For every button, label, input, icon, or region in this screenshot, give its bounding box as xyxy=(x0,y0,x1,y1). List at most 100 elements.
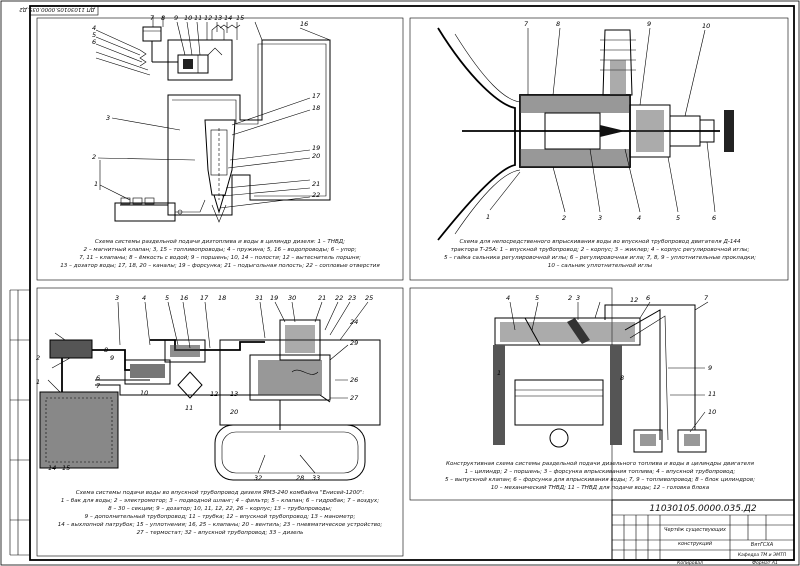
panel-3-caption-line-1: Схема системы подачи воды во впускной тр… xyxy=(76,490,365,496)
panel-3-caption-line-4: 9 – дополнительный трубопровод; 11 – тру… xyxy=(85,514,356,520)
svg-text:31: 31 xyxy=(255,294,263,302)
svg-text:33: 33 xyxy=(312,474,320,482)
panel-3-caption-line-2: 1 – бак для воды; 2 – электромотор; 3 – … xyxy=(61,498,379,504)
svg-text:1: 1 xyxy=(94,180,98,188)
svg-text:1: 1 xyxy=(497,369,501,377)
panel-2-labels: 7 8 9 10 1 2 3 4 5 6 xyxy=(486,20,716,222)
svg-text:8: 8 xyxy=(104,346,108,354)
svg-text:4: 4 xyxy=(92,24,96,32)
panel-4-drawing xyxy=(493,301,709,453)
svg-text:1: 1 xyxy=(486,213,490,221)
panel-2-caption-line-1: Схема для непосредственного впрыскивания… xyxy=(459,239,740,245)
svg-text:2: 2 xyxy=(568,294,572,302)
svg-text:7: 7 xyxy=(704,294,709,302)
svg-text:9: 9 xyxy=(110,354,114,362)
svg-text:8: 8 xyxy=(161,14,165,22)
svg-text:18: 18 xyxy=(312,104,320,112)
panel-4-caption: Конструктивная схема системы раздельной … xyxy=(445,461,755,491)
org-line-1: ВятГСХА xyxy=(751,542,774,548)
top-stamp-text: ДП 11030105.0000.035.Д2 xyxy=(19,6,96,12)
drawing-code: 11030105.0000.035.Д2 xyxy=(649,504,757,514)
svg-text:27: 27 xyxy=(350,394,359,402)
panel-2-caption-line-2: трактора Т-25А: 1 – впускной трубопровод… xyxy=(451,247,750,253)
panel-4-caption-line-2: 1 – цилиндр; 2 – поршень; 3 – форсунка в… xyxy=(465,469,736,475)
svg-text:16: 16 xyxy=(180,294,188,302)
svg-text:12: 12 xyxy=(204,14,212,22)
svg-text:3: 3 xyxy=(115,294,119,302)
svg-text:5: 5 xyxy=(165,294,169,302)
svg-text:2: 2 xyxy=(562,214,566,222)
svg-text:4: 4 xyxy=(506,294,510,302)
panel-3-caption-line-3: 8 – 30 – секции; 9 – дозатор; 10, 11, 12… xyxy=(108,506,332,512)
svg-text:11: 11 xyxy=(194,14,202,22)
panel-3-caption-line-5: 14 – выхлопной патрубок; 15 – уплотнения… xyxy=(58,522,383,528)
panel-1-frame xyxy=(36,17,404,281)
panel-2-caption-line-3: 5 – гайка сальника регулировочной иглы; … xyxy=(444,255,756,261)
svg-text:28: 28 xyxy=(296,474,304,482)
svg-text:15: 15 xyxy=(62,464,70,472)
svg-text:13: 13 xyxy=(230,390,238,398)
panel-3-drawing xyxy=(39,301,381,481)
svg-text:4: 4 xyxy=(637,214,641,222)
left-strip xyxy=(9,289,30,556)
svg-text:23: 23 xyxy=(348,294,356,302)
svg-text:22: 22 xyxy=(312,191,320,199)
panel-1-caption-line-2: 2 – магнитный клапан; 3, 15 – топливопро… xyxy=(84,247,357,253)
svg-text:7: 7 xyxy=(524,20,529,28)
svg-text:18: 18 xyxy=(218,294,226,302)
svg-text:6: 6 xyxy=(92,38,96,46)
panel-1-caption-line-3: 7, 11 – клапаны; 8 – ёмкость с водой; 9 … xyxy=(79,255,361,261)
svg-text:11: 11 xyxy=(185,404,193,412)
panel-1-drawing xyxy=(95,16,331,223)
panel-1-caption: Схема системы раздельной подачи дизтопли… xyxy=(60,239,380,269)
svg-text:7: 7 xyxy=(96,382,101,390)
svg-text:10: 10 xyxy=(140,389,148,397)
top-stamp: ДП 11030105.0000.035.Д2 xyxy=(19,5,99,16)
panel-4-caption-line-3: 5 – выпускной клапан; 6 – форсунка для в… xyxy=(445,477,755,483)
panel-4-caption-line-4: 10 – механический ТНВД; 11 – ТНВД для по… xyxy=(491,485,710,491)
org-line-2: Кафедра ТМ и ЭМТП xyxy=(738,552,787,558)
svg-text:7: 7 xyxy=(150,14,155,22)
svg-text:9: 9 xyxy=(708,364,712,372)
panel-1-labels: 1 2 3 4 5 6 7 8 9 10 11 12 13 14 15 16 1… xyxy=(92,14,321,199)
svg-text:3: 3 xyxy=(576,294,580,302)
svg-text:3: 3 xyxy=(106,114,110,122)
title-block: 11030105.0000.035.Д2 Чертёж существующих… xyxy=(611,499,795,566)
svg-text:19: 19 xyxy=(270,294,278,302)
svg-text:10: 10 xyxy=(184,14,192,22)
panel-2-caption: Схема для непосредственного впрыскивания… xyxy=(444,239,756,269)
svg-text:20: 20 xyxy=(312,152,320,160)
svg-text:8: 8 xyxy=(620,374,624,382)
panel-1-caption-line-4: 13 – дозатор воды; 17, 18, 20 – каналы; … xyxy=(60,263,380,269)
svg-text:14: 14 xyxy=(48,464,56,472)
svg-text:5: 5 xyxy=(535,294,539,302)
svg-text:25: 25 xyxy=(365,294,373,302)
svg-text:10: 10 xyxy=(702,22,710,30)
svg-text:24: 24 xyxy=(350,318,358,326)
panel-4-caption-line-1: Конструктивная схема системы раздельной … xyxy=(446,461,755,467)
svg-text:5: 5 xyxy=(676,214,680,222)
panel-3-caption-line-6: 27 – термостат; 32 – впускной трубопрово… xyxy=(137,530,304,536)
svg-text:4: 4 xyxy=(142,294,146,302)
copied-label: Копировал xyxy=(677,560,703,566)
svg-text:30: 30 xyxy=(288,294,296,302)
format-label: Формат А1 xyxy=(752,560,778,566)
svg-text:3: 3 xyxy=(598,214,602,222)
svg-text:12: 12 xyxy=(630,296,638,304)
panel-3-frame xyxy=(36,287,404,557)
svg-text:5: 5 xyxy=(92,31,96,39)
svg-text:15: 15 xyxy=(236,14,244,22)
svg-text:1: 1 xyxy=(36,378,40,386)
svg-text:16: 16 xyxy=(300,20,308,28)
svg-text:6: 6 xyxy=(712,214,716,222)
inner-frame xyxy=(29,5,795,561)
panel-4-labels: 4 5 2 3 6 7 9 11 10 8 1 12 xyxy=(497,294,716,416)
panel-1-caption-line-1: Схема системы раздельной подачи дизтопли… xyxy=(95,239,345,245)
panel-3-labels: 1 2 3 4 5 16 17 18 31 19 30 21 22 23 25 … xyxy=(36,294,373,482)
svg-text:9: 9 xyxy=(174,14,178,22)
svg-text:17: 17 xyxy=(200,294,209,302)
svg-text:13: 13 xyxy=(214,14,222,22)
drawing-name-line-1: Чертёж существующих xyxy=(664,527,726,533)
svg-text:9: 9 xyxy=(647,20,651,28)
